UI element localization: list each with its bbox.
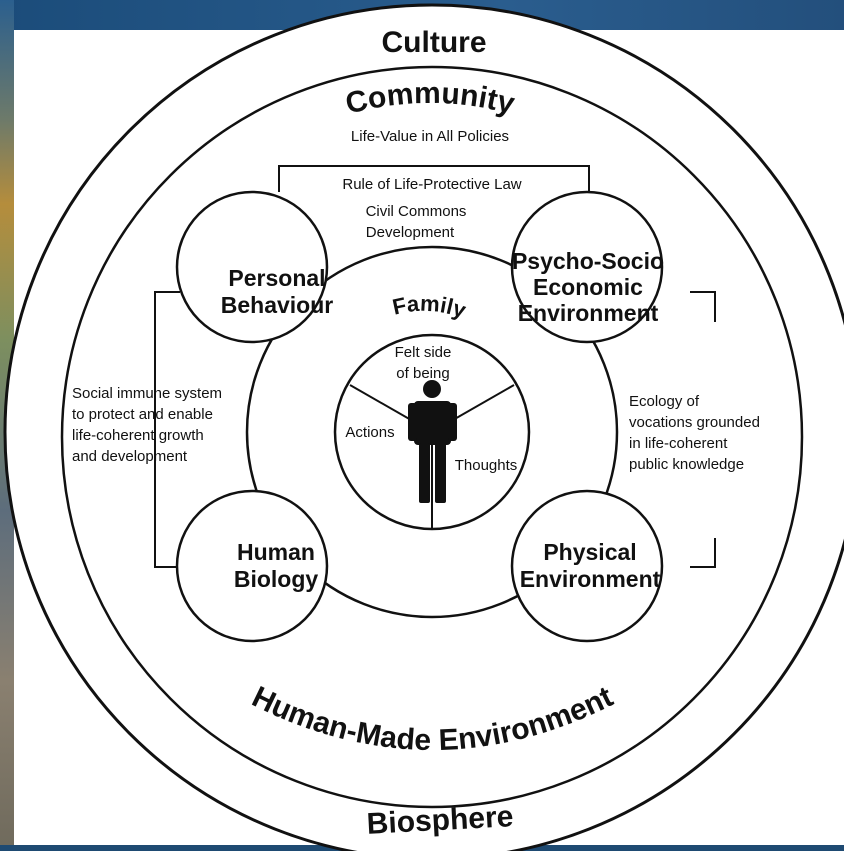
psycho-socio-line1: Psycho-Socio [512,248,664,274]
person-icon [408,380,457,503]
human-biology-circle [175,489,329,643]
personal-behaviour-line1: Personal [228,265,325,291]
social-immune-line4: and development [72,448,188,465]
rule-of-law-label: Rule of Life-Protective Law [342,176,521,193]
psycho-socio-line2: Economic [533,274,643,300]
ecology-line2: vocations grounded [629,414,760,431]
physical-environment-circle [510,489,664,643]
bracket-right-top [690,291,716,322]
human-biology-line2: Biology [234,566,319,592]
actions-label: Actions [345,424,394,441]
felt-side-line2: of being [396,365,449,382]
family-ring [245,245,619,619]
psycho-socio-circle [510,190,664,344]
civil-commons-line1: Civil Commons [366,203,467,220]
felt-side-line1: Felt side [395,344,452,361]
ecology-line4: public knowledge [629,456,744,473]
personal-behaviour-line2: Behaviour [221,292,334,318]
social-immune-line3: life-coherent growth [72,427,204,444]
physical-environment-line1: Physical [543,539,636,565]
ecology-line3: in life-coherent [629,435,728,452]
physical-environment-line2: Environment [520,566,661,592]
ecology-line1: Ecology of [629,393,700,410]
social-immune-line2: to protect and enable [72,406,213,423]
personal-behaviour-circle [175,190,329,344]
thoughts-label: Thoughts [455,457,518,474]
culture-label: Culture [382,26,487,59]
bracket-top [278,165,590,192]
biosphere-label: Biosphere [366,800,514,841]
bracket-left [154,291,180,568]
psycho-socio-line3: Environment [518,300,659,326]
community-subtitle: Life-Value in All Policies [351,128,509,145]
human-biology-line1: Human [237,539,315,565]
bracket-right-bottom [690,538,716,568]
civil-commons-line2: Development [366,224,455,241]
social-immune-line1: Social immune system [72,385,222,402]
